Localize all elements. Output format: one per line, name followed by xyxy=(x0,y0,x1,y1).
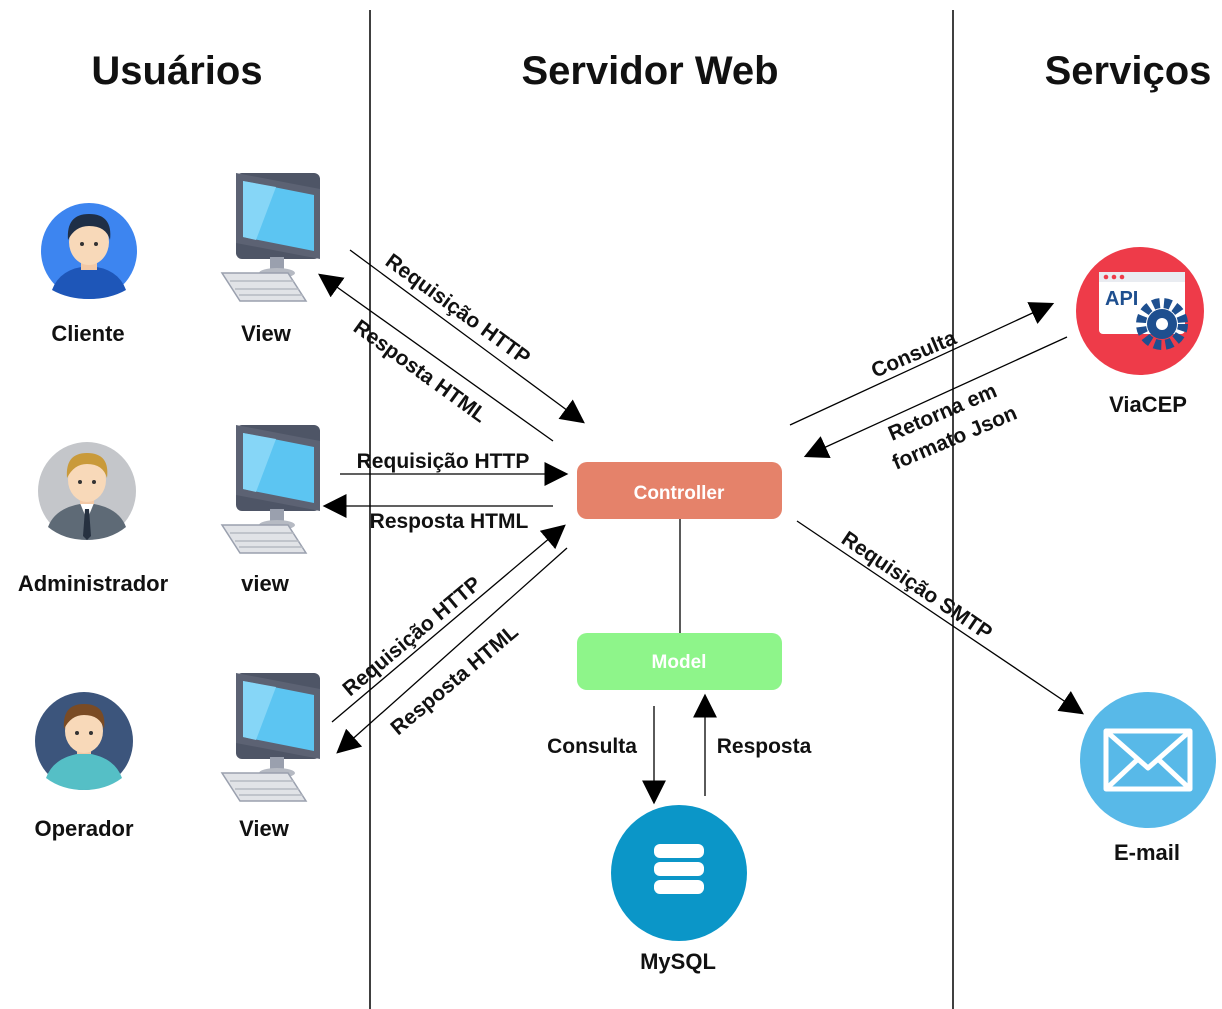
user-label-operador: Operador xyxy=(34,816,133,841)
arrow-response-1 xyxy=(318,273,554,442)
edge-label-request-2: Requisição HTTP xyxy=(357,450,530,473)
user-avatar-navy-icon xyxy=(35,692,133,790)
email-label: E-mail xyxy=(1114,840,1180,865)
arrow-api-query xyxy=(789,302,1055,426)
edge-label-api-query: Consulta xyxy=(868,326,960,382)
api-icon: API xyxy=(1076,247,1204,375)
view-label-3: View xyxy=(239,816,290,841)
api-label: ViaCEP xyxy=(1109,392,1187,417)
controller-box: Controller xyxy=(577,462,782,519)
email-icon xyxy=(1080,692,1216,828)
arrow-request-3 xyxy=(331,524,566,723)
api-badge: API xyxy=(1105,288,1138,310)
edge-label-smtp: Requisição SMTP xyxy=(837,527,996,645)
view-label-2: view xyxy=(241,571,290,596)
arrow-api-return xyxy=(803,336,1068,458)
monitor-icon xyxy=(221,172,321,302)
column-title-services: Serviços xyxy=(1045,49,1212,93)
monitor-icon xyxy=(221,424,321,554)
model-box: Model xyxy=(577,633,782,690)
column-title-server: Servidor Web xyxy=(521,49,778,93)
edge-label-db-response: Resposta xyxy=(717,735,812,758)
arrow-request-1 xyxy=(349,249,585,424)
database-label: MySQL xyxy=(640,949,716,974)
controller-label: Controller xyxy=(634,483,725,504)
user-label-administrador: Administrador xyxy=(18,571,169,596)
model-label: Model xyxy=(652,652,707,673)
arrow-response-3 xyxy=(336,547,568,754)
database-icon xyxy=(611,805,747,941)
arrow-smtp-request xyxy=(796,520,1084,715)
edge-label-db-query: Consulta xyxy=(547,735,637,758)
view-label-1: View xyxy=(241,321,292,346)
edge-label-response-2: Resposta HTML xyxy=(370,510,529,533)
monitor-icon xyxy=(221,672,321,802)
column-title-users: Usuários xyxy=(91,49,262,93)
user-label-cliente: Cliente xyxy=(51,321,124,346)
user-avatar-gray-icon xyxy=(38,442,136,540)
user-avatar-blue-icon xyxy=(41,203,137,299)
